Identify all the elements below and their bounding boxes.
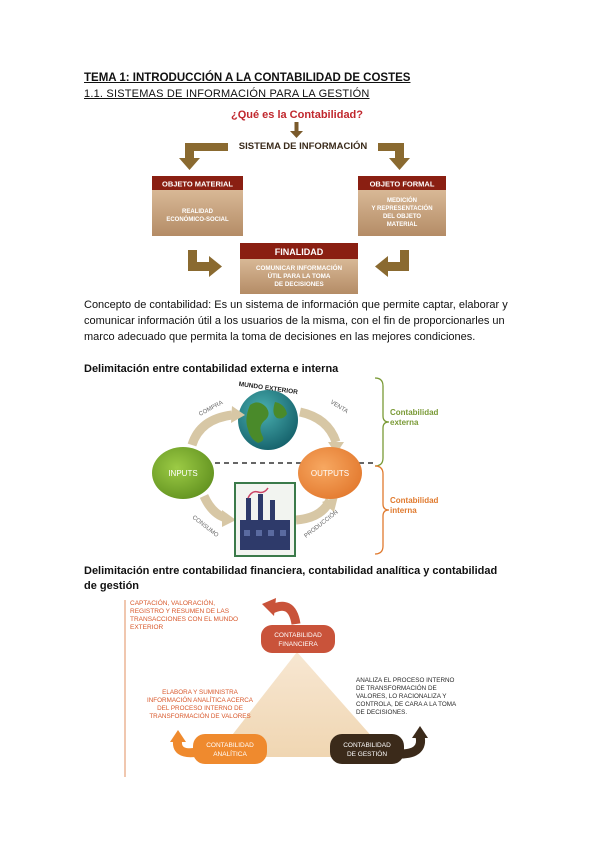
contabilidad-diagram: ¿Qué es la Contabilidad? SISTEMA DE INFO…	[152, 109, 446, 294]
venta-label: VENTA	[329, 400, 349, 415]
section-subtitle: 1.1. SISTEMAS DE INFORMACIÓN PARA LA GES…	[84, 88, 370, 100]
section3-heading: Delimitación entre contabilidad financie…	[84, 564, 524, 594]
analiza-line-1: ANALIZA EL PROCESO INTERNO	[356, 677, 455, 684]
concept-paragraph: Concepto de contabilidad: Es un sistema …	[84, 299, 508, 343]
objeto-formal-box: OBJETO FORMAL MEDICIÓN Y REPRESENTACIÓN …	[358, 176, 446, 236]
objeto-formal-title: OBJETO FORMAL	[370, 180, 435, 189]
captacion-line-3: TRANSACCIONES CON EL MUNDO	[130, 616, 238, 623]
elabora-line-1: ELABORA Y SUMINISTRA	[162, 689, 239, 696]
elabora-line-4: TRANSFORMACIÓN DE VALORES	[149, 711, 250, 720]
analiza-line-4: CONTROLA, DE CARA A LA TOMA	[356, 701, 457, 708]
section2-heading: Delimitación entre contabilidad externa …	[84, 363, 339, 375]
section3-heading-line-2: de gestión	[84, 580, 140, 592]
triangle-shape	[215, 652, 390, 757]
system-text: SISTEMA DE INFORMACIÓN	[239, 140, 368, 152]
inputs-label: INPUTS	[168, 469, 197, 478]
compra-arrow-icon	[187, 410, 233, 447]
gestion-label-2: DE GESTIÓN	[347, 749, 387, 758]
bottom-right-arrow-icon	[375, 250, 409, 277]
captacion-line-2: REGISTRO Y RESUMEN DE LAS	[130, 608, 230, 615]
externa-label-1: Contabilidad	[390, 408, 439, 417]
analiza-line-3: VALORES, LO RACIONALIZA Y	[356, 693, 447, 700]
analiza-line-2: DE TRANSFORMACIÓN DE	[356, 683, 437, 692]
question-text: ¿Qué es la Contabilidad?	[231, 109, 363, 121]
section3-heading-line-1: Delimitación entre contabilidad financie…	[84, 565, 498, 577]
finalidad-box: FINALIDAD COMUNICAR INFORMACIÓN ÚTIL PAR…	[240, 243, 358, 294]
analitica-node: CONTABILIDAD ANALÍTICA	[193, 734, 267, 764]
captacion-line-1: CAPTACIÓN, VALORACIÓN,	[130, 598, 215, 607]
finalidad-line-2: ÚTIL PARA LA TOMA	[268, 271, 331, 280]
page-title: TEMA 1: INTRODUCCIÓN A LA CONTABILIDAD D…	[84, 72, 411, 84]
elabora-line-3: DEL PROCESO INTERNO DE	[157, 705, 243, 712]
analiza-line-5: DE DECISIONES.	[356, 709, 407, 716]
left-bent-arrow-icon	[179, 143, 228, 170]
objeto-material-line-2: ECONÓMICO-SOCIAL	[166, 215, 229, 223]
analitica-label-1: CONTABILIDAD	[206, 742, 254, 749]
captacion-line-4: EXTERIOR	[130, 624, 164, 631]
financiera-node: CONTABILIDAD FINANCIERA	[261, 625, 335, 653]
objeto-material-line-1: REALIDAD	[182, 209, 214, 215]
objeto-formal-line-3: DEL OBJETO	[383, 214, 421, 220]
externa-interna-diagram: MUNDO EXTERIOR COMPRA VENTA CONSUMO PROD…	[152, 377, 439, 557]
outputs-label: OUTPUTS	[311, 469, 349, 478]
interna-label-1: Contabilidad	[390, 496, 439, 505]
outputs-node: OUTPUTS	[298, 447, 362, 499]
down-arrow-icon	[290, 122, 303, 138]
elabora-line-2: INFORMACIÓN ANALÍTICA ACERCA	[147, 695, 254, 704]
gestion-label-1: CONTABILIDAD	[343, 742, 391, 749]
finalidad-line-1: COMUNICAR INFORMACIÓN	[256, 263, 343, 272]
right-bent-arrow-icon	[378, 143, 410, 170]
interna-label-2: interna	[390, 506, 417, 515]
externa-label-2: externa	[390, 418, 419, 427]
externa-brace	[374, 377, 390, 467]
interna-brace	[374, 465, 390, 555]
consumo-label: CONSUMO	[191, 515, 220, 539]
bottom-left-arrow-icon	[188, 250, 222, 277]
gestion-node: CONTABILIDAD DE GESTIÓN	[330, 734, 404, 764]
analitica-label-2: ANALÍTICA	[213, 749, 247, 758]
globe-icon	[238, 390, 298, 450]
objeto-material-box: OBJETO MATERIAL REALIDAD ECONÓMICO-SOCIA…	[152, 176, 243, 236]
financiera-analitica-gestion-diagram: CAPTACIÓN, VALORACIÓN, REGISTRO Y RESUME…	[124, 598, 457, 777]
inputs-node: INPUTS	[152, 447, 214, 499]
financiera-label-1: CONTABILIDAD	[274, 632, 322, 639]
finalidad-line-3: DE DECISIONES	[274, 281, 323, 288]
finalidad-title: FINALIDAD	[275, 247, 324, 257]
venta-arrow-icon	[298, 407, 341, 444]
objeto-material-title: OBJETO MATERIAL	[162, 180, 233, 189]
objeto-formal-line-1: MEDICIÓN	[387, 196, 417, 204]
objeto-formal-line-4: MATERIAL	[387, 222, 418, 228]
factory-icon	[234, 482, 296, 557]
objeto-formal-line-2: Y REPRESENTACIÓN	[371, 204, 432, 212]
financiera-label-2: FINANCIERA	[278, 641, 318, 648]
